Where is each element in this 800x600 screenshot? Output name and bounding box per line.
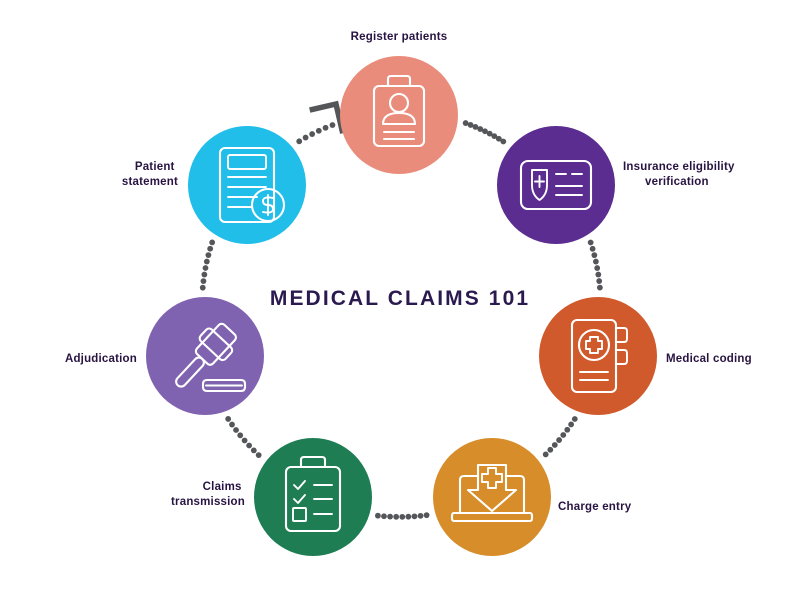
connector-dot <box>589 245 596 252</box>
connector-dot <box>423 512 430 519</box>
connector-dot <box>417 512 424 519</box>
connector-dot <box>225 416 232 422</box>
connector-dot <box>482 128 488 135</box>
node-circle-register-patients[interactable] <box>340 56 458 174</box>
connector-dot <box>237 432 244 439</box>
node-circle-adjudication[interactable] <box>146 297 264 415</box>
connector-dot <box>250 447 257 454</box>
medical-book-icon <box>570 318 628 394</box>
connector-dot <box>205 252 212 258</box>
connector-dot <box>399 513 406 520</box>
connector-dot <box>200 278 207 284</box>
node-charge-entry[interactable]: Charge entry <box>433 438 632 556</box>
connector-dot <box>547 446 554 453</box>
node-label-medical-coding: Medical coding <box>666 353 752 365</box>
node-label-charge-entry: Charge entry <box>558 501 632 513</box>
connector-dot <box>202 265 209 271</box>
connector-dot <box>587 239 594 246</box>
connector-dot <box>477 126 484 132</box>
connector-dot <box>591 252 598 259</box>
connector-dot <box>309 131 316 137</box>
node-circle-claims-transmission[interactable] <box>254 438 372 556</box>
connector-dot <box>322 124 329 131</box>
node-label-claims-transmission: Claims transmission <box>171 481 245 508</box>
node-insurance-eligibility-verification[interactable]: Insurance eligibility verification <box>497 126 738 244</box>
connector-dot <box>375 512 381 519</box>
connector-dot <box>405 513 412 520</box>
node-claims-transmission[interactable]: Claims transmission <box>171 438 372 556</box>
cycle-arrowhead-icon <box>309 100 346 134</box>
connector-dot <box>491 133 498 140</box>
connector-dot <box>393 513 400 520</box>
clipboard-person-icon <box>372 74 426 148</box>
connector-dot <box>564 426 571 433</box>
node-label-insurance-eligibility-verification: Insurance eligibility verification <box>623 161 738 188</box>
node-circle-insurance-eligibility-verification[interactable] <box>497 126 615 244</box>
laptop-download-cross-icon <box>450 463 534 523</box>
center-title: MEDICAL CLAIMS 101 <box>270 287 530 310</box>
node-adjudication[interactable]: Adjudication <box>65 297 264 415</box>
connector-dot <box>551 442 558 448</box>
connector-dot <box>381 513 387 520</box>
connector-dot <box>467 122 474 128</box>
connector-dot <box>199 284 206 291</box>
connector-dot <box>315 127 322 134</box>
connector-dot <box>542 451 549 458</box>
node-circle-medical-coding[interactable] <box>539 297 657 415</box>
invoice-dollar-icon <box>218 146 286 224</box>
connector-dot <box>560 432 567 438</box>
connector-dot <box>255 452 262 459</box>
checklist-clipboard-icon <box>284 455 342 533</box>
connector-dot <box>246 442 253 449</box>
connector-dot <box>207 245 214 252</box>
connector-dot <box>241 437 248 444</box>
connector-dot <box>411 513 418 520</box>
connector-dot <box>462 120 469 126</box>
connector-dot <box>296 138 303 145</box>
connector-layer <box>199 120 603 520</box>
node-label-register-patients: Register patients <box>351 31 448 43</box>
connector-dot <box>595 271 602 278</box>
connector-dot <box>233 427 239 433</box>
connector-dot <box>209 239 216 246</box>
connector-dot <box>594 265 601 271</box>
connector-dot <box>486 130 493 137</box>
connector-dot <box>592 258 599 265</box>
connector-dot <box>556 437 562 443</box>
connector-dot <box>472 124 479 130</box>
connector-dot <box>229 421 235 428</box>
node-medical-coding[interactable]: Medical coding <box>539 297 752 415</box>
connector-dot <box>571 416 578 422</box>
node-patient-statement[interactable]: Patient statement <box>122 126 306 244</box>
connector-dot <box>201 271 208 278</box>
node-label-adjudication: Adjudication <box>65 353 137 365</box>
connector-dot <box>568 421 575 428</box>
connector-dot <box>329 122 336 128</box>
connector-dot <box>596 284 603 291</box>
connector-dot <box>203 258 210 265</box>
connector-dot <box>596 278 603 284</box>
insurance-card-shield-icon <box>519 159 593 211</box>
node-circle-patient-statement[interactable] <box>188 126 306 244</box>
node-label-patient-statement: Patient statement <box>122 161 178 188</box>
connector-dot <box>495 135 502 142</box>
node-register-patients[interactable]: Register patients <box>340 31 458 174</box>
gavel-icon <box>175 322 247 393</box>
connector-dot <box>302 134 309 141</box>
connector-dot <box>500 138 507 145</box>
node-circle-charge-entry[interactable] <box>433 438 551 556</box>
connector-dot <box>387 513 393 520</box>
